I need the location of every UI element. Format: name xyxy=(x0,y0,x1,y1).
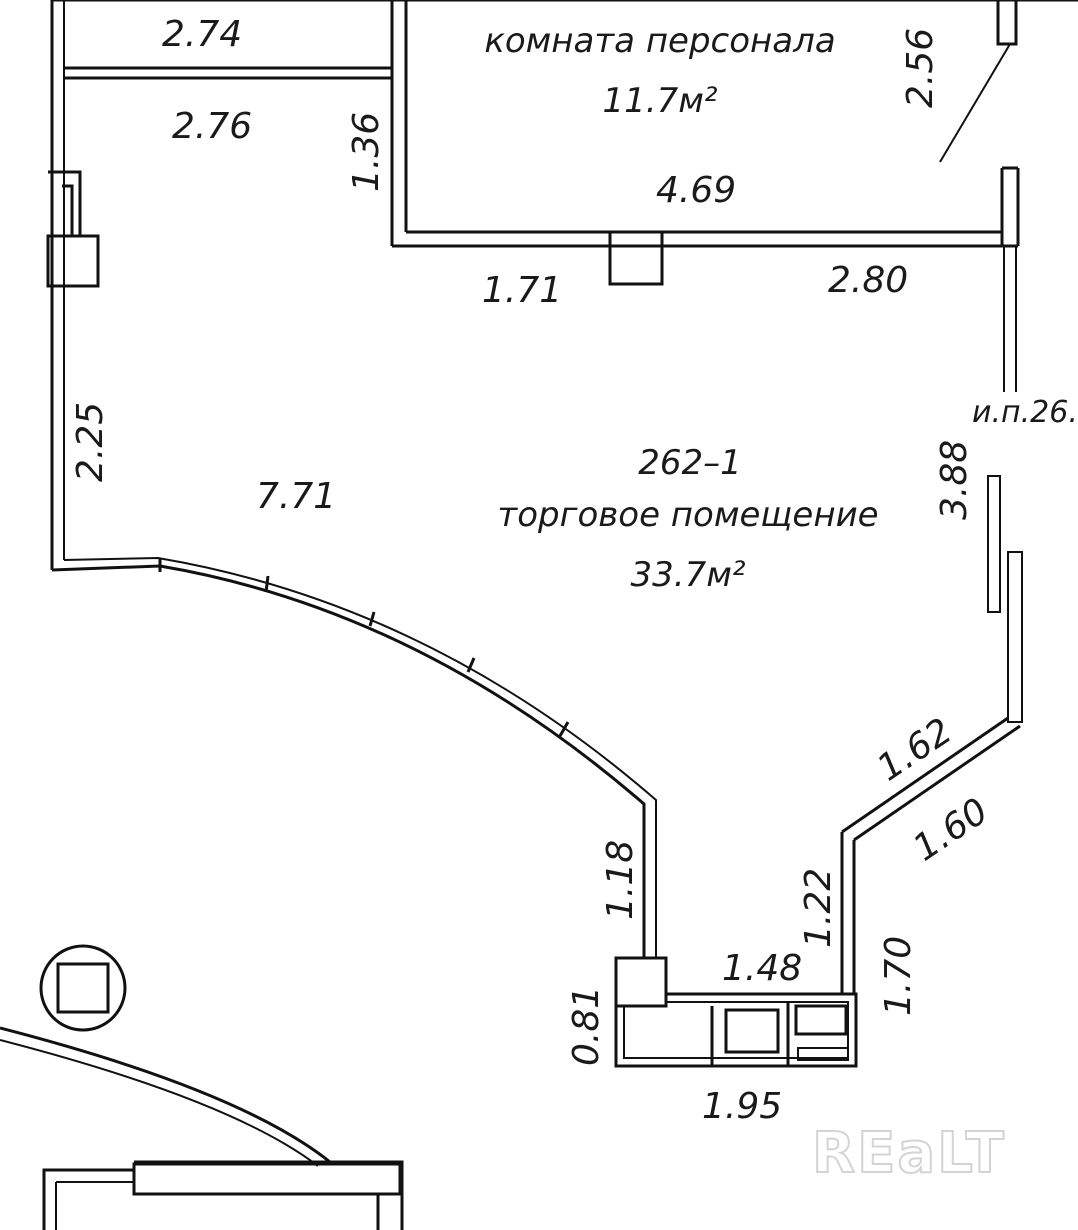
dimension-2-76: 2.76 xyxy=(172,106,252,147)
dimension-7-71: 7.71 xyxy=(256,476,336,517)
dimensions: 2.74 2.76 1.36 2.56 4.69 1.71 2.80 2.25 … xyxy=(70,14,995,1127)
dimension-1-36: 1.36 xyxy=(346,112,387,192)
dimension-2-25: 2.25 xyxy=(70,402,111,482)
dimension-1-60: 1.60 xyxy=(906,791,995,870)
dimension-1-48: 1.48 xyxy=(722,948,802,989)
sales-room-label: 262–1 торговое помещение 33.7м² xyxy=(497,443,878,595)
dimension-2-56: 2.56 xyxy=(900,28,941,108)
dimension-0-81: 0.81 xyxy=(566,986,607,1066)
dimension-2-80: 2.80 xyxy=(828,260,908,301)
dimension-1-18: 1.18 xyxy=(600,840,641,920)
sales-room-name: торговое помещение xyxy=(497,495,878,535)
dimension-1-71: 1.71 xyxy=(482,270,562,311)
dimension-2-74: 2.74 xyxy=(162,14,242,55)
ip-annotation: и.п.26. xyxy=(972,395,1078,430)
dimension-1-22: 1.22 xyxy=(798,868,839,948)
realt-watermark: REaLT xyxy=(812,1121,1006,1186)
dimension-1-70: 1.70 xyxy=(878,936,919,1016)
sales-room-area: 33.7м² xyxy=(631,555,746,595)
sales-room-number: 262–1 xyxy=(638,443,742,483)
dimension-4-69: 4.69 xyxy=(656,170,736,211)
dimension-1-95: 1.95 xyxy=(702,1086,782,1127)
dimension-3-88: 3.88 xyxy=(934,440,975,520)
staff-room-area: 11.7м² xyxy=(603,81,718,121)
staff-room-label: комната персонала 11.7м² xyxy=(484,21,835,121)
staff-room-name: комната персонала xyxy=(484,21,835,61)
